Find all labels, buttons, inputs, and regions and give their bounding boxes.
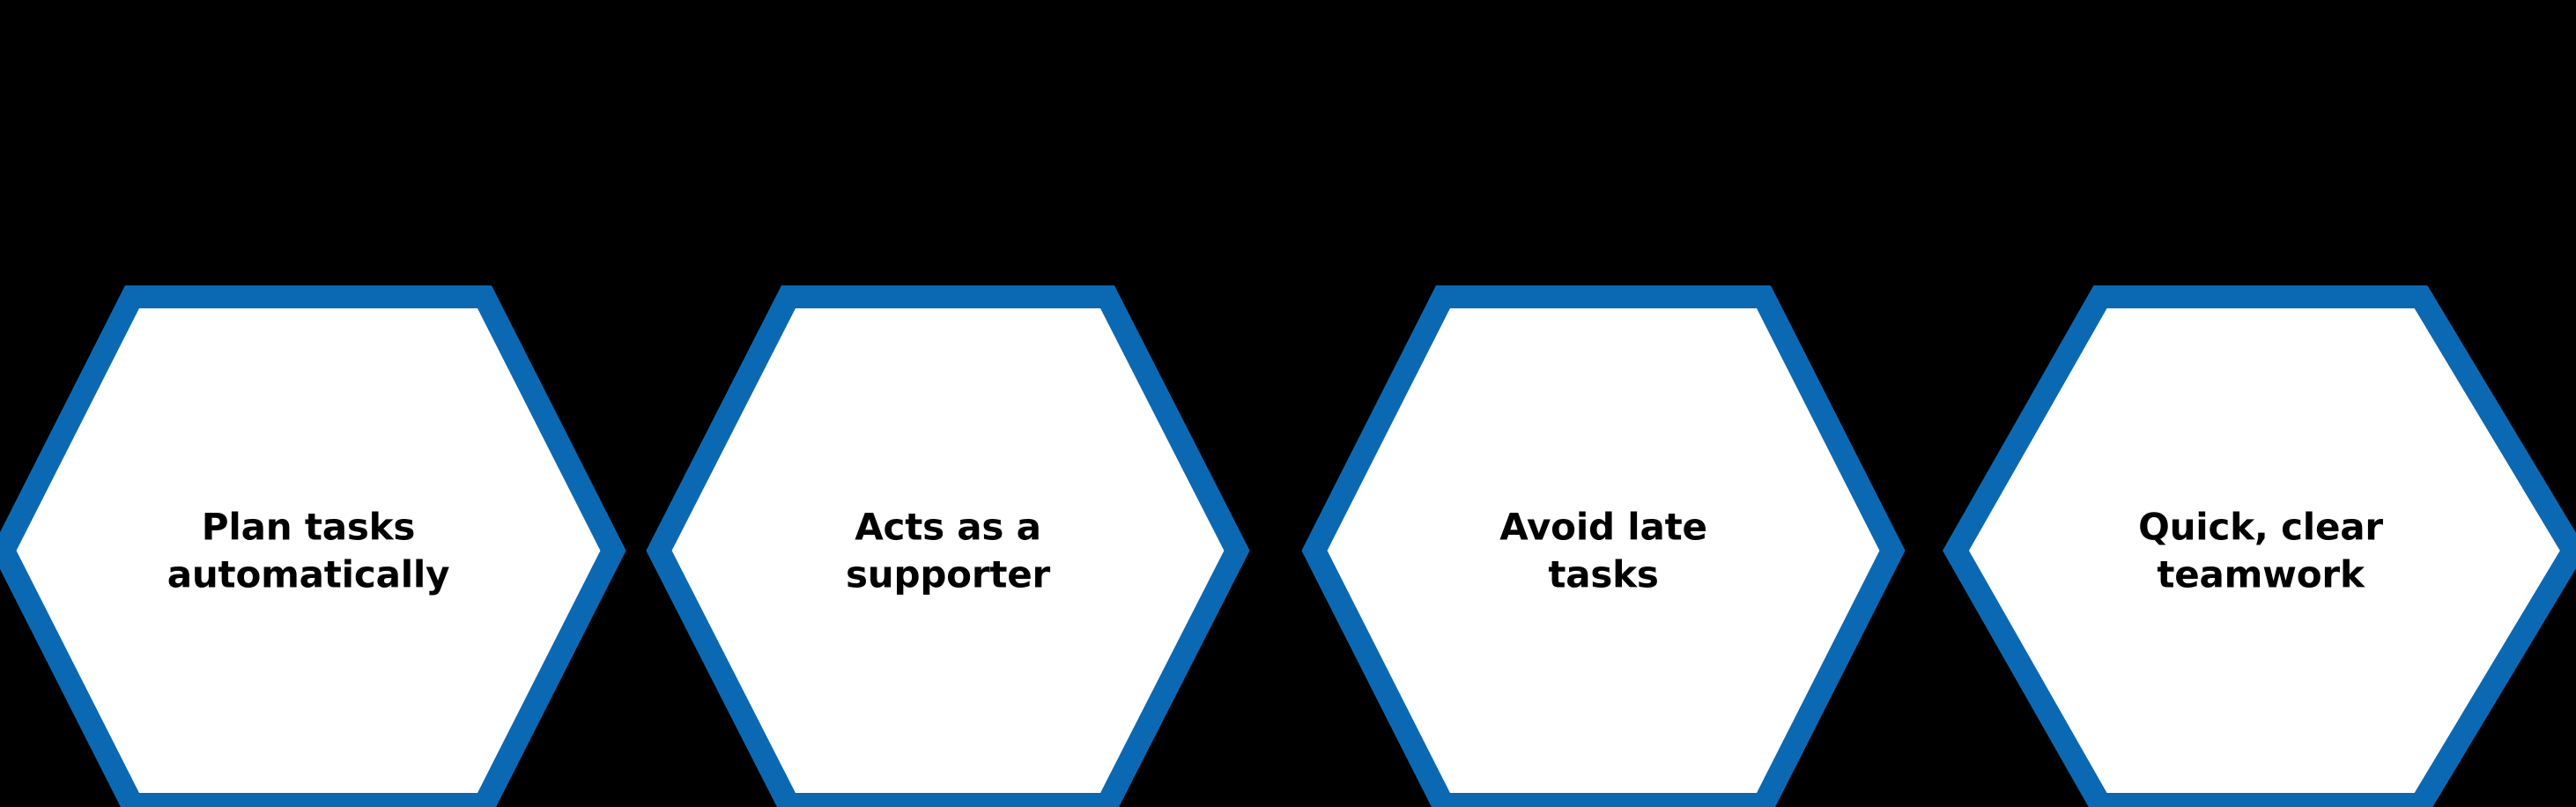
hexagon-shape-2[interactable] [646, 285, 1250, 807]
hexagon-shape-3[interactable] [1301, 285, 1906, 807]
hexagon-shape-1[interactable] [0, 285, 626, 807]
hexagon-group-2[interactable] [646, 285, 1250, 807]
hexagon-group-4[interactable] [1943, 285, 2576, 807]
hexagon-shape-4[interactable] [1943, 285, 2576, 807]
hexagon-group-3[interactable] [1301, 285, 1906, 807]
hexagon-group-1[interactable] [0, 285, 626, 807]
